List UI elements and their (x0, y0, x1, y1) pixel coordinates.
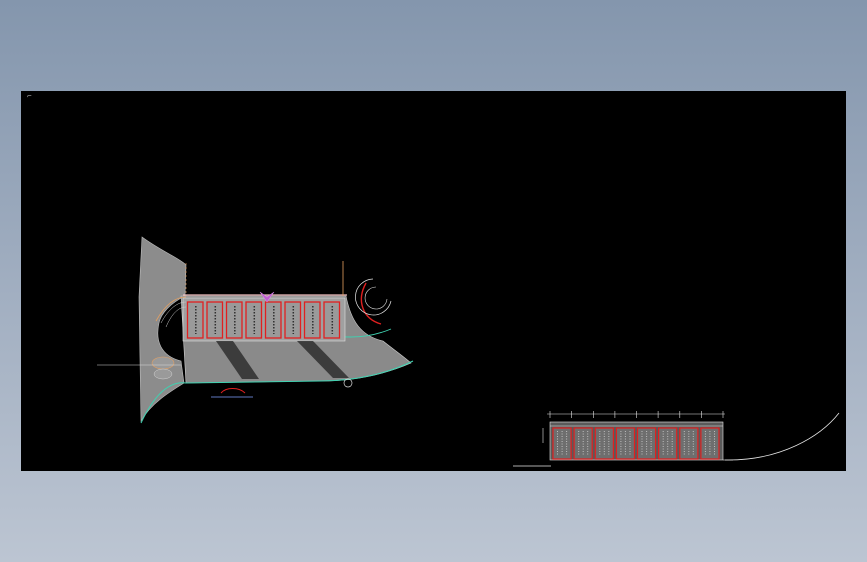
plan-bay (206, 301, 224, 339)
plan-diagonal-bands (216, 341, 349, 379)
plan-node-marker (343, 378, 353, 388)
building-elevation (513, 411, 840, 467)
plan-circular-feature (342, 261, 392, 325)
plan-landform-hatch (138, 236, 187, 423)
cad-drawing-canvas (97, 236, 840, 467)
plan-bay (303, 301, 321, 339)
plan-entrance-marker (259, 291, 275, 303)
plan-road-boundary (140, 360, 414, 424)
site-plan (97, 236, 414, 424)
plan-terrace-steps (151, 296, 187, 380)
plan-bay (284, 301, 302, 339)
elevation-terrain-curve (724, 412, 840, 461)
plan-road-inner (186, 328, 392, 338)
plan-bay-walls (186, 301, 341, 339)
plan-bay (264, 301, 282, 339)
plan-bay (186, 301, 204, 339)
ucs-icon: ⌐ (27, 93, 33, 100)
plan-bay (245, 301, 263, 339)
plan-bay (225, 301, 243, 339)
elevation-dimension-ticks (549, 411, 724, 418)
plan-vehicle-symbol (211, 388, 253, 398)
cad-model-viewport[interactable]: ⌐ (21, 91, 846, 471)
elevation-bays (552, 427, 720, 460)
plan-bay (323, 301, 341, 339)
